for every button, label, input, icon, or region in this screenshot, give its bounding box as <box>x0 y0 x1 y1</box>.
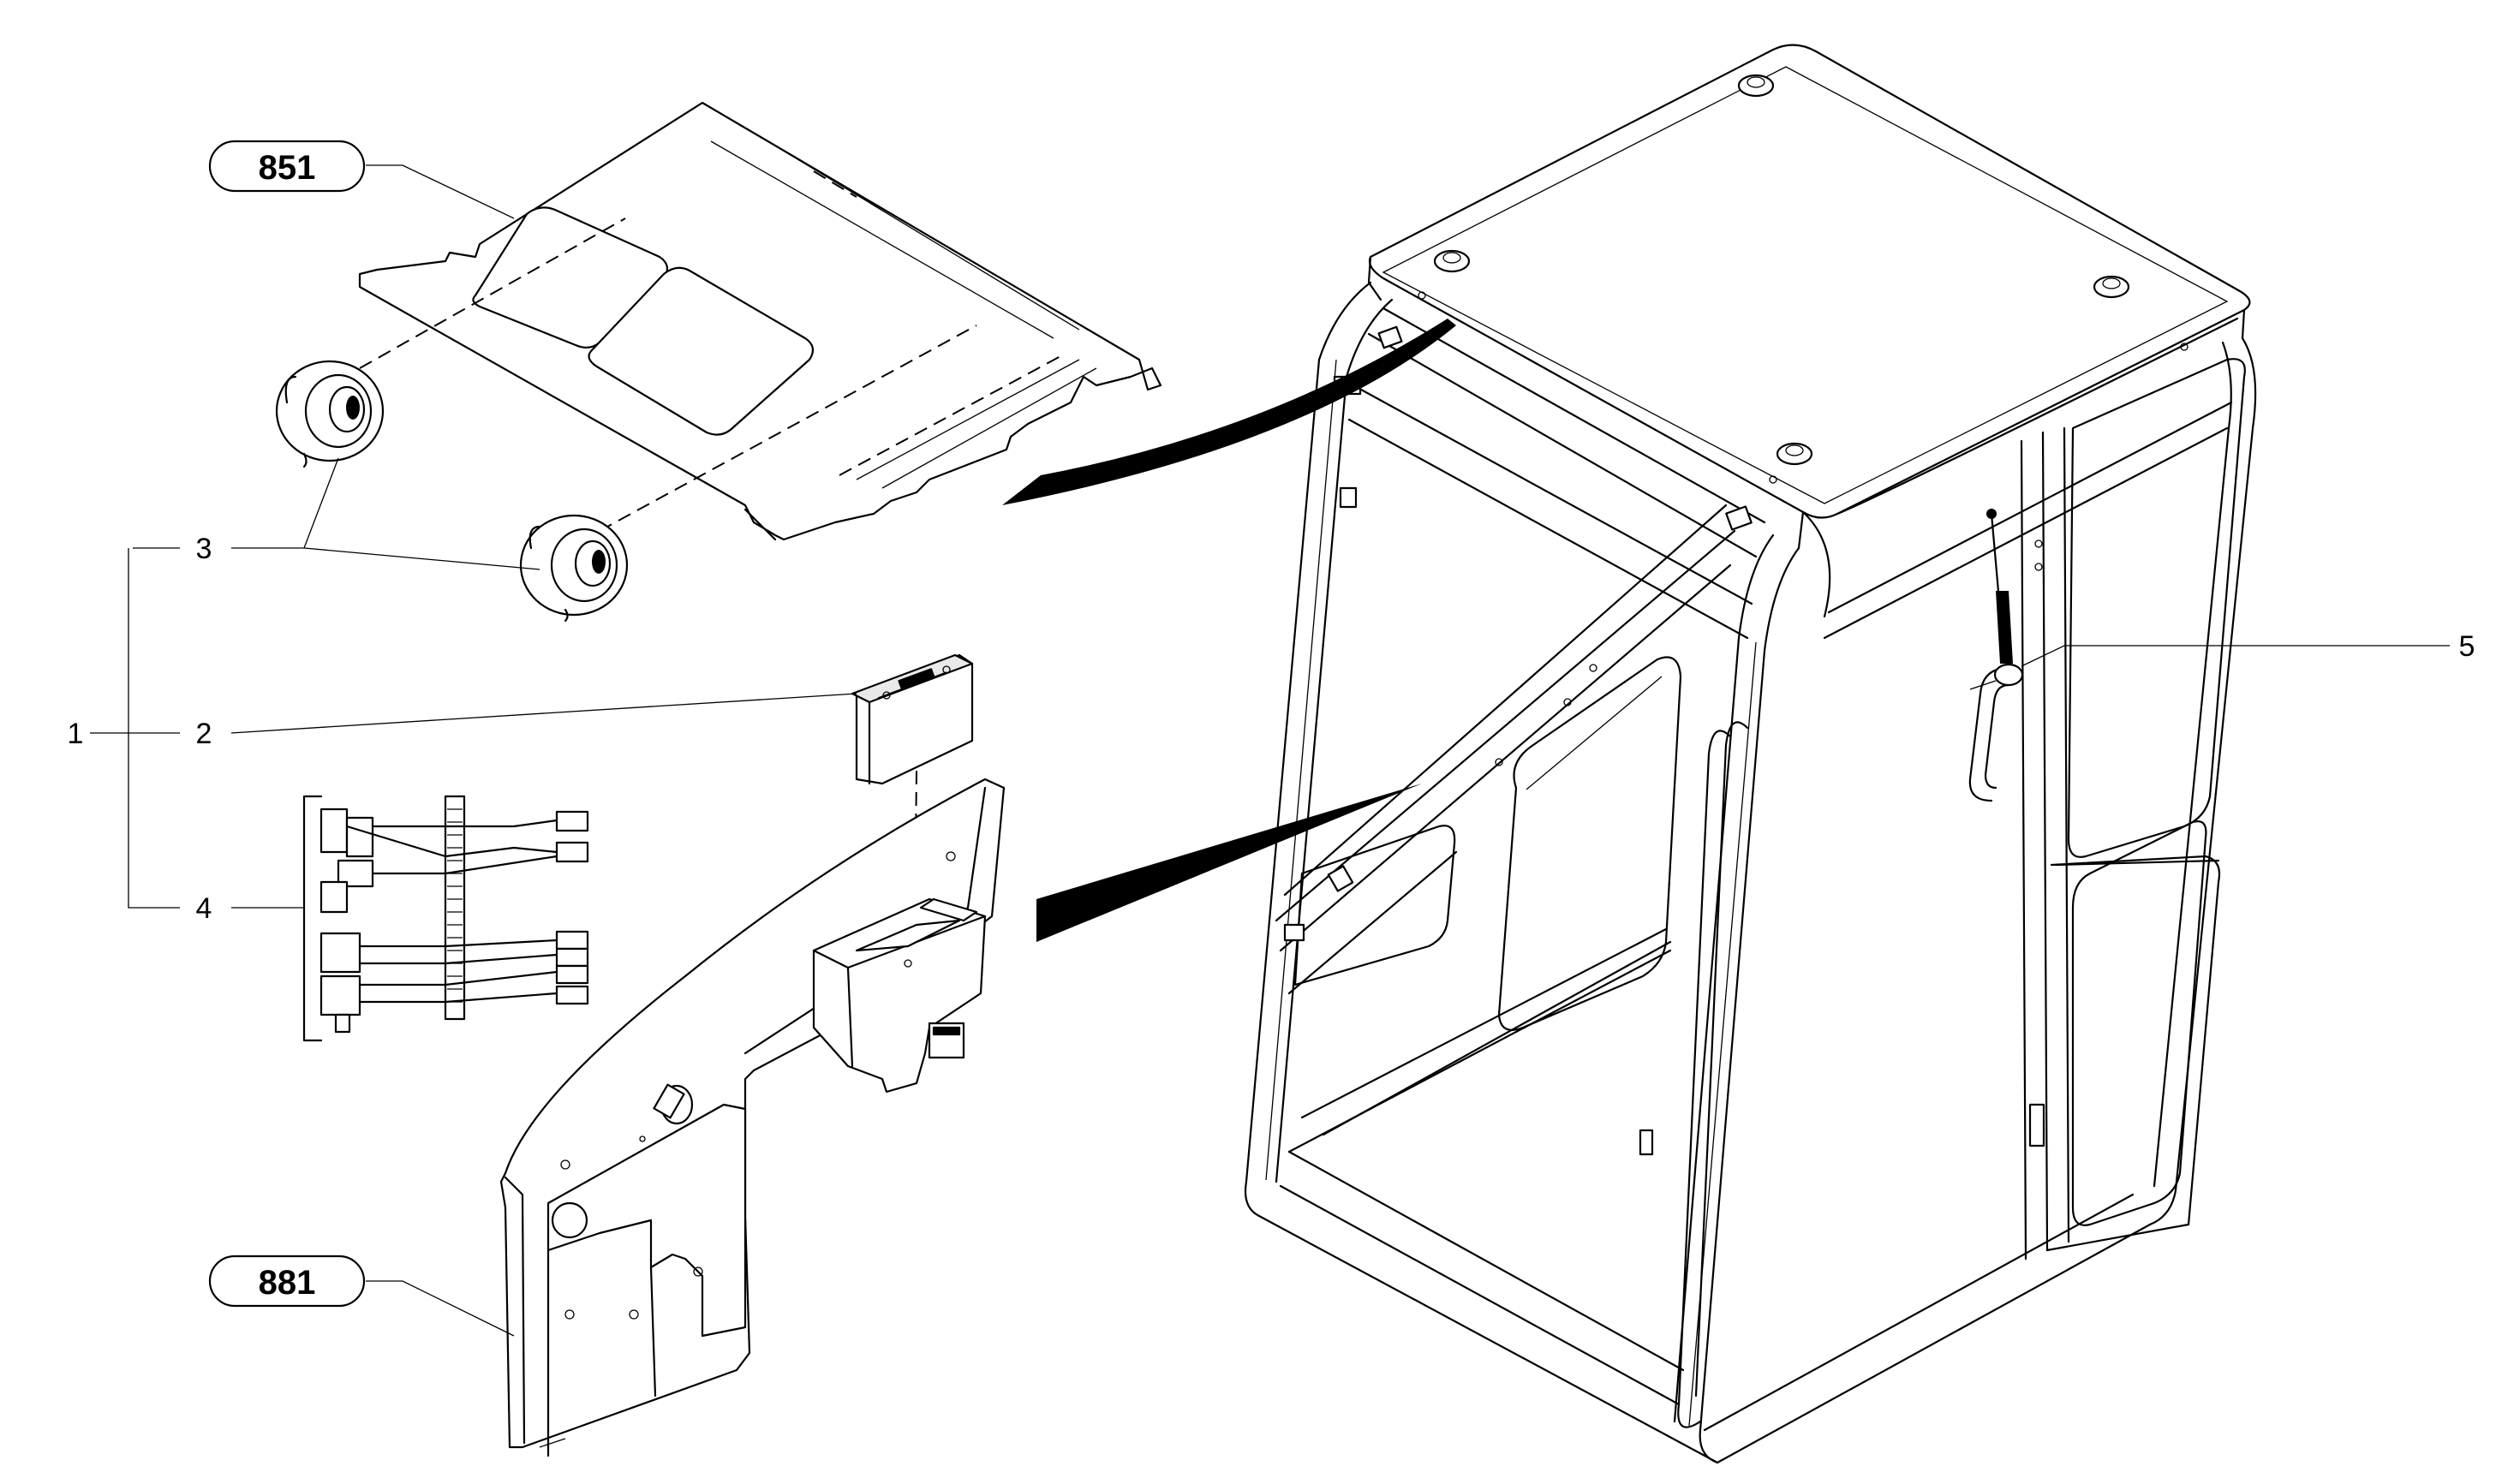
antenna <box>1969 509 2024 690</box>
side-panel <box>499 778 1006 1457</box>
roof-bolt <box>1433 249 1471 273</box>
callout-item-4: 4 <box>196 892 212 925</box>
reference-label-851-text: 851 <box>259 149 316 187</box>
leader-lines <box>90 164 2450 1337</box>
radio-unit <box>851 653 974 785</box>
arrow-roof <box>1002 319 1456 505</box>
callout-item-5: 5 <box>2459 630 2475 663</box>
speaker-lower <box>519 514 629 623</box>
callout-item-3: 3 <box>196 533 212 565</box>
roof-bolt <box>2093 275 2130 299</box>
reference-label-851: 851 <box>208 140 366 193</box>
roof-bolt <box>1737 74 1775 98</box>
callout-item-1: 1 <box>68 718 84 750</box>
speaker-upper <box>275 360 385 468</box>
cable-harness <box>302 795 589 1042</box>
headliner <box>358 101 1162 541</box>
callout-item-2: 2 <box>196 718 212 750</box>
arrow-panel <box>1036 784 1422 942</box>
cab-frame <box>1244 44 2257 1464</box>
roof-bolt <box>1776 442 1813 466</box>
reference-label-881: 881 <box>208 1255 366 1308</box>
reference-label-881-text: 881 <box>259 1264 316 1302</box>
